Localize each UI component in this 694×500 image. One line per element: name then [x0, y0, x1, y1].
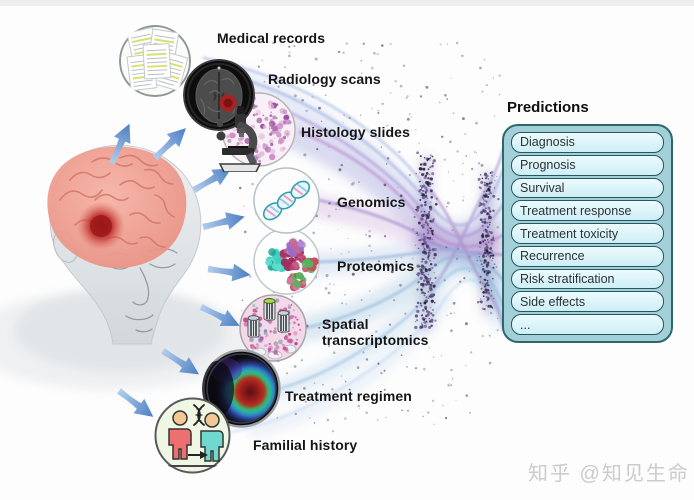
- label-proteomics: Proteomics: [337, 258, 415, 274]
- prediction-prognosis: Prognosis: [511, 154, 664, 176]
- genomics-icon: [253, 167, 320, 234]
- label-histology-slides: Histology slides: [301, 124, 410, 140]
- person-red: [168, 410, 192, 460]
- inheritance-arrow: [188, 451, 208, 459]
- prediction-survival: Survival: [511, 177, 664, 199]
- label-radiology-scans: Radiology scans: [268, 71, 381, 87]
- medical-records-icon: [119, 25, 191, 97]
- dna-helix: [262, 180, 311, 221]
- prediction-more: ...: [511, 314, 664, 336]
- spatial-transcriptomics-icon: [239, 294, 307, 362]
- label-genomics: Genomics: [337, 194, 406, 210]
- microscope-icon: [216, 106, 262, 172]
- treatment-regimen-icon: [202, 349, 281, 428]
- label-medical-records: Medical records: [217, 30, 326, 46]
- arrow-to-familial-history: [113, 383, 159, 425]
- label-familial-history: Familial history: [253, 437, 358, 453]
- prediction-treatment-toxicity: Treatment toxicity: [511, 223, 664, 244]
- prediction-diagnosis: Diagnosis: [511, 132, 664, 153]
- arrow-to-radiology-scans: [148, 121, 193, 165]
- label-treatment-regimen: Treatment regimen: [285, 388, 412, 404]
- prediction-treatment-response: Treatment response: [511, 200, 664, 222]
- label-spatial-transcriptomics: Spatial transcriptomics: [322, 316, 429, 348]
- arrow-to-proteomics: [206, 260, 252, 284]
- predictions-panel: Diagnosis Prognosis Survival Treatment r…: [502, 124, 673, 343]
- familial-history-icon: [154, 397, 231, 474]
- watermark-zhihu: 知乎 @知见生命: [528, 463, 690, 485]
- radiology-scans-icon: [183, 59, 255, 131]
- prediction-risk-stratification: Risk stratification: [511, 268, 664, 290]
- prediction-side-effects: Side effects: [511, 291, 664, 313]
- predictions-title: Predictions: [507, 99, 589, 116]
- prediction-recurrence: Recurrence: [511, 245, 664, 267]
- top-edge-strip: [0, 0, 694, 6]
- proteomics-icon: [253, 228, 320, 295]
- arrow-to-genomics: [200, 207, 247, 236]
- dna-glyph: [193, 404, 205, 426]
- person-teal: [200, 412, 224, 462]
